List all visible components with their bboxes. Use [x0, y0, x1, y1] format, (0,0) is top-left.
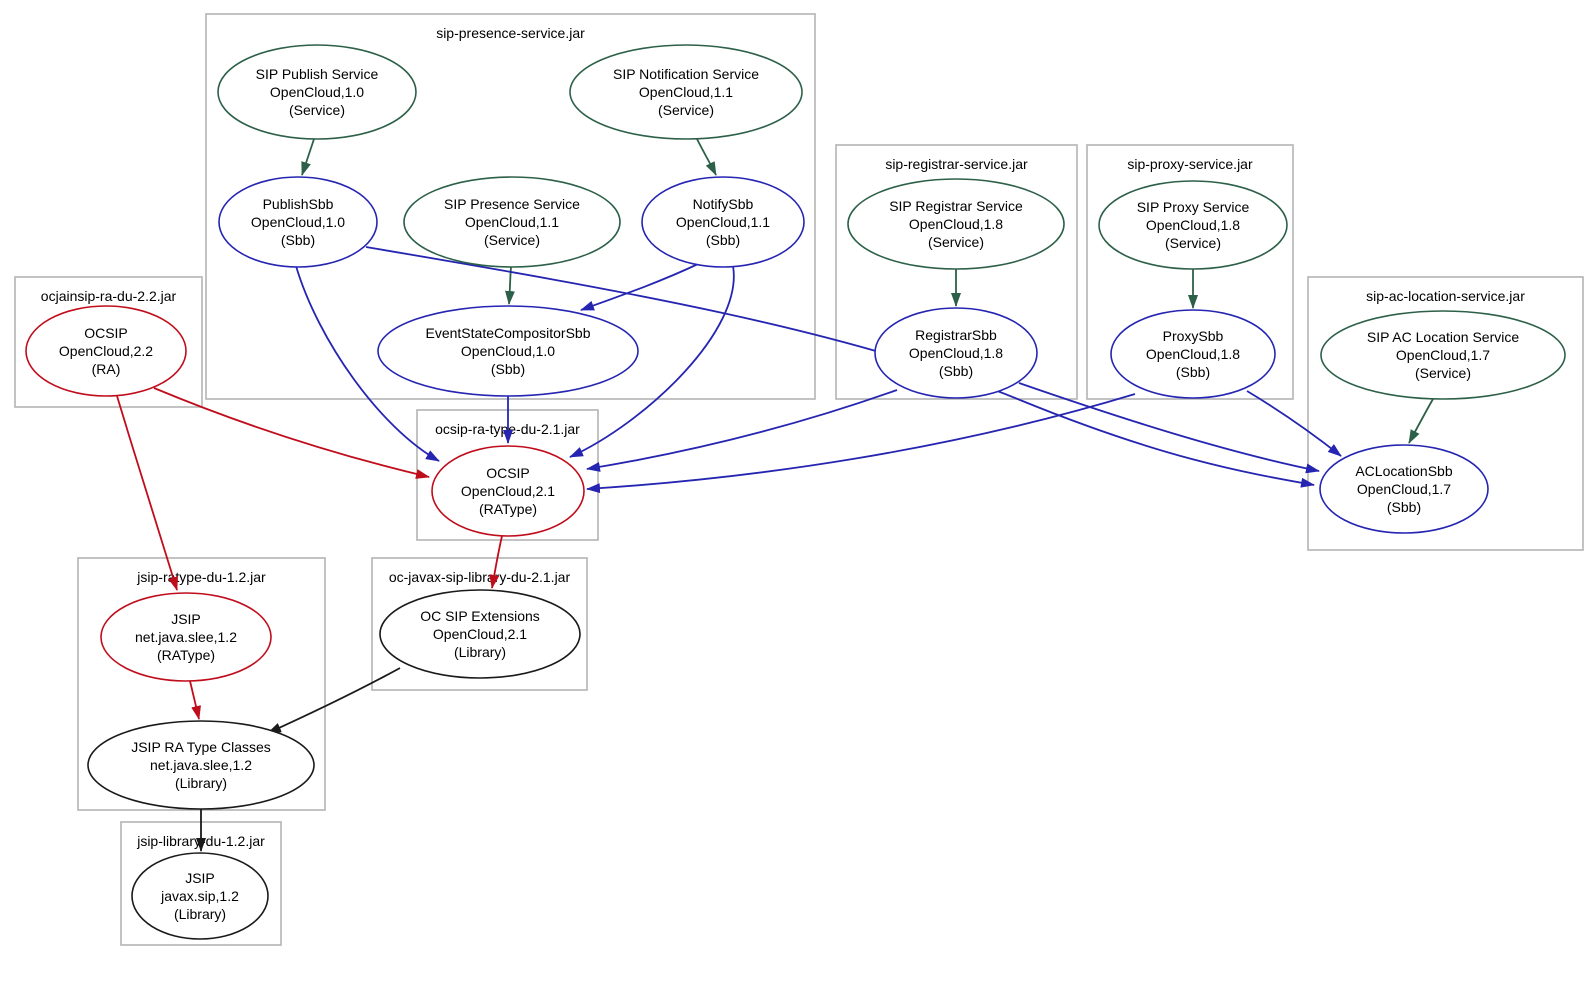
cluster-label-sip-ac-location-service-jar: sip-ac-location-service.jar [1366, 288, 1525, 304]
cluster-label-sip-presence-service-jar: sip-presence-service.jar [436, 25, 585, 41]
cluster-box-ocjainsip-ra-du-jar [14, 276, 203, 408]
cluster-label-ocjainsip-ra-du-jar: ocjainsip-ra-du-2.2.jar [41, 288, 177, 304]
edge-sip-ac-location-service-svc-to-ac-location-sbb [1408, 398, 1434, 444]
edge-proxy-sbb-to-ac-location-sbb [1246, 390, 1342, 457]
node-ellipse-publish-sbb [218, 176, 378, 268]
cluster-label-sip-registrar-service-jar: sip-registrar-service.jar [885, 156, 1028, 172]
node-ellipse-sip-ac-location-service-svc [1320, 310, 1566, 400]
cluster-label-oc-javax-sip-library-du-jar: oc-javax-sip-library-du-2.1.jar [389, 569, 571, 585]
edge-notify-sbb-to-event-state-compositor-sbb [580, 263, 699, 311]
node-ellipse-sip-notification-service-svc [569, 44, 803, 140]
cluster-box-sip-ac-location-service-jar [1307, 276, 1584, 551]
edge-sip-publish-service-svc-to-publish-sbb [301, 138, 315, 176]
node-ellipse-sip-proxy-service-svc [1098, 180, 1288, 270]
edge-ocsip-ra-to-jsip-ratype [116, 395, 178, 591]
cluster-box-sip-registrar-service-jar [835, 144, 1078, 400]
node-ellipse-ocsip-ratype [431, 445, 585, 537]
edge-proxy-sbb-to-ocsip-ratype [586, 393, 1136, 494]
cluster-label-sip-proxy-service-jar: sip-proxy-service.jar [1127, 156, 1253, 172]
edge-jsip-ratype-to-jsip-ra-type-classes [189, 680, 201, 720]
node-ellipse-proxy-sbb [1110, 309, 1276, 399]
node-ellipse-event-state-compositor-sbb [377, 305, 639, 397]
edge-sip-notification-service-svc-to-notify-sbb [696, 138, 717, 176]
node-ellipse-ac-location-sbb [1319, 444, 1489, 534]
node-ellipse-sip-presence-service-svc [403, 176, 621, 268]
node-ellipse-registrar-sbb [874, 307, 1038, 399]
edge-oc-sip-extensions-to-jsip-ra-type-classes [267, 667, 401, 734]
node-ellipse-sip-registrar-service-svc [847, 178, 1065, 270]
node-ellipse-jsip-javax-sip [131, 852, 269, 940]
edge-notify-sbb-to-ocsip-ratype [569, 265, 735, 458]
node-ellipse-ocsip-ra [25, 305, 187, 397]
edge-ocsip-ra-to-ocsip-ratype [153, 387, 430, 479]
node-ellipse-jsip-ratype [100, 592, 272, 682]
node-ellipse-sip-publish-service-svc [217, 44, 417, 140]
edge-ocsip-ratype-to-oc-sip-extensions [489, 535, 503, 589]
node-ellipse-jsip-ra-type-classes [87, 720, 315, 810]
edge-publish-sbb-to-ocsip-ratype [295, 265, 440, 462]
node-ellipse-oc-sip-extensions [379, 589, 581, 679]
cluster-box-sip-presence-service-jar [205, 13, 816, 400]
edge-registrar-sbb-to-ac-location-sbb [1018, 382, 1320, 474]
edge-registrar-sbb-to-ocsip-ratype [586, 389, 898, 472]
node-ellipse-notify-sbb [641, 176, 805, 268]
cluster-label-jsip-ratype-du-jar: jsip-ratype-du-1.2.jar [136, 569, 266, 585]
cluster-box-sip-proxy-service-jar [1086, 144, 1294, 400]
edge-sip-presence-service-svc-to-event-state-compositor-sbb [505, 266, 515, 305]
cluster-box-oc-javax-sip-library-du-jar [371, 557, 588, 691]
